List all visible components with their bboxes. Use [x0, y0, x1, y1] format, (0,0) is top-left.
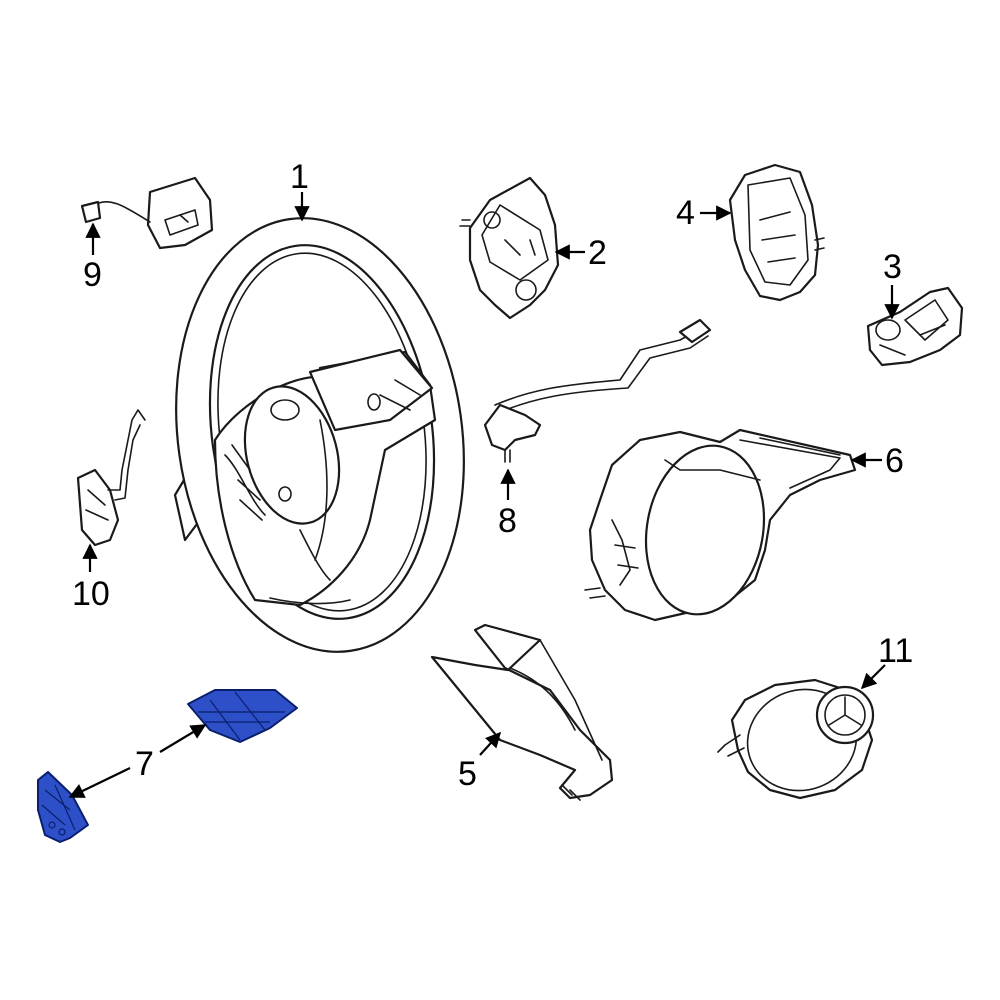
callout-7: 7: [135, 745, 154, 783]
airbag-part-11: [717, 678, 875, 800]
buttons-part-7: [37, 689, 298, 843]
callout-9: 9: [83, 256, 102, 294]
bracket-part-2: [459, 176, 560, 320]
lower-cover-part-5: [430, 623, 614, 801]
callout-10: 10: [72, 575, 110, 613]
callout-4: 4: [676, 194, 695, 232]
control-unit-part-4: [728, 163, 825, 302]
callout-3: 3: [883, 248, 902, 286]
switch-part-3: [866, 286, 964, 367]
callout-2: 2: [588, 234, 607, 272]
leader-line-5: [479, 731, 502, 756]
callout-labels: 1 2 3 4 5 6 7 8 9 10 11: [72, 158, 913, 793]
wiring-harness-part-8: [483, 318, 712, 463]
leader-line-7b: [68, 767, 131, 798]
leader-line-7a: [159, 724, 207, 753]
callout-1: 1: [290, 158, 309, 196]
callout-6: 6: [885, 442, 904, 480]
leader-lines: [68, 192, 900, 798]
callout-8: 8: [498, 502, 517, 540]
callout-5: 5: [458, 755, 477, 793]
switch-part-10: [76, 409, 146, 547]
steering-wheel-part-1: [173, 217, 465, 653]
switch-part-9: [80, 176, 214, 250]
callout-11: 11: [878, 632, 913, 670]
leader-line-11: [860, 664, 886, 690]
trim-shroud-part-6: [584, 428, 857, 622]
